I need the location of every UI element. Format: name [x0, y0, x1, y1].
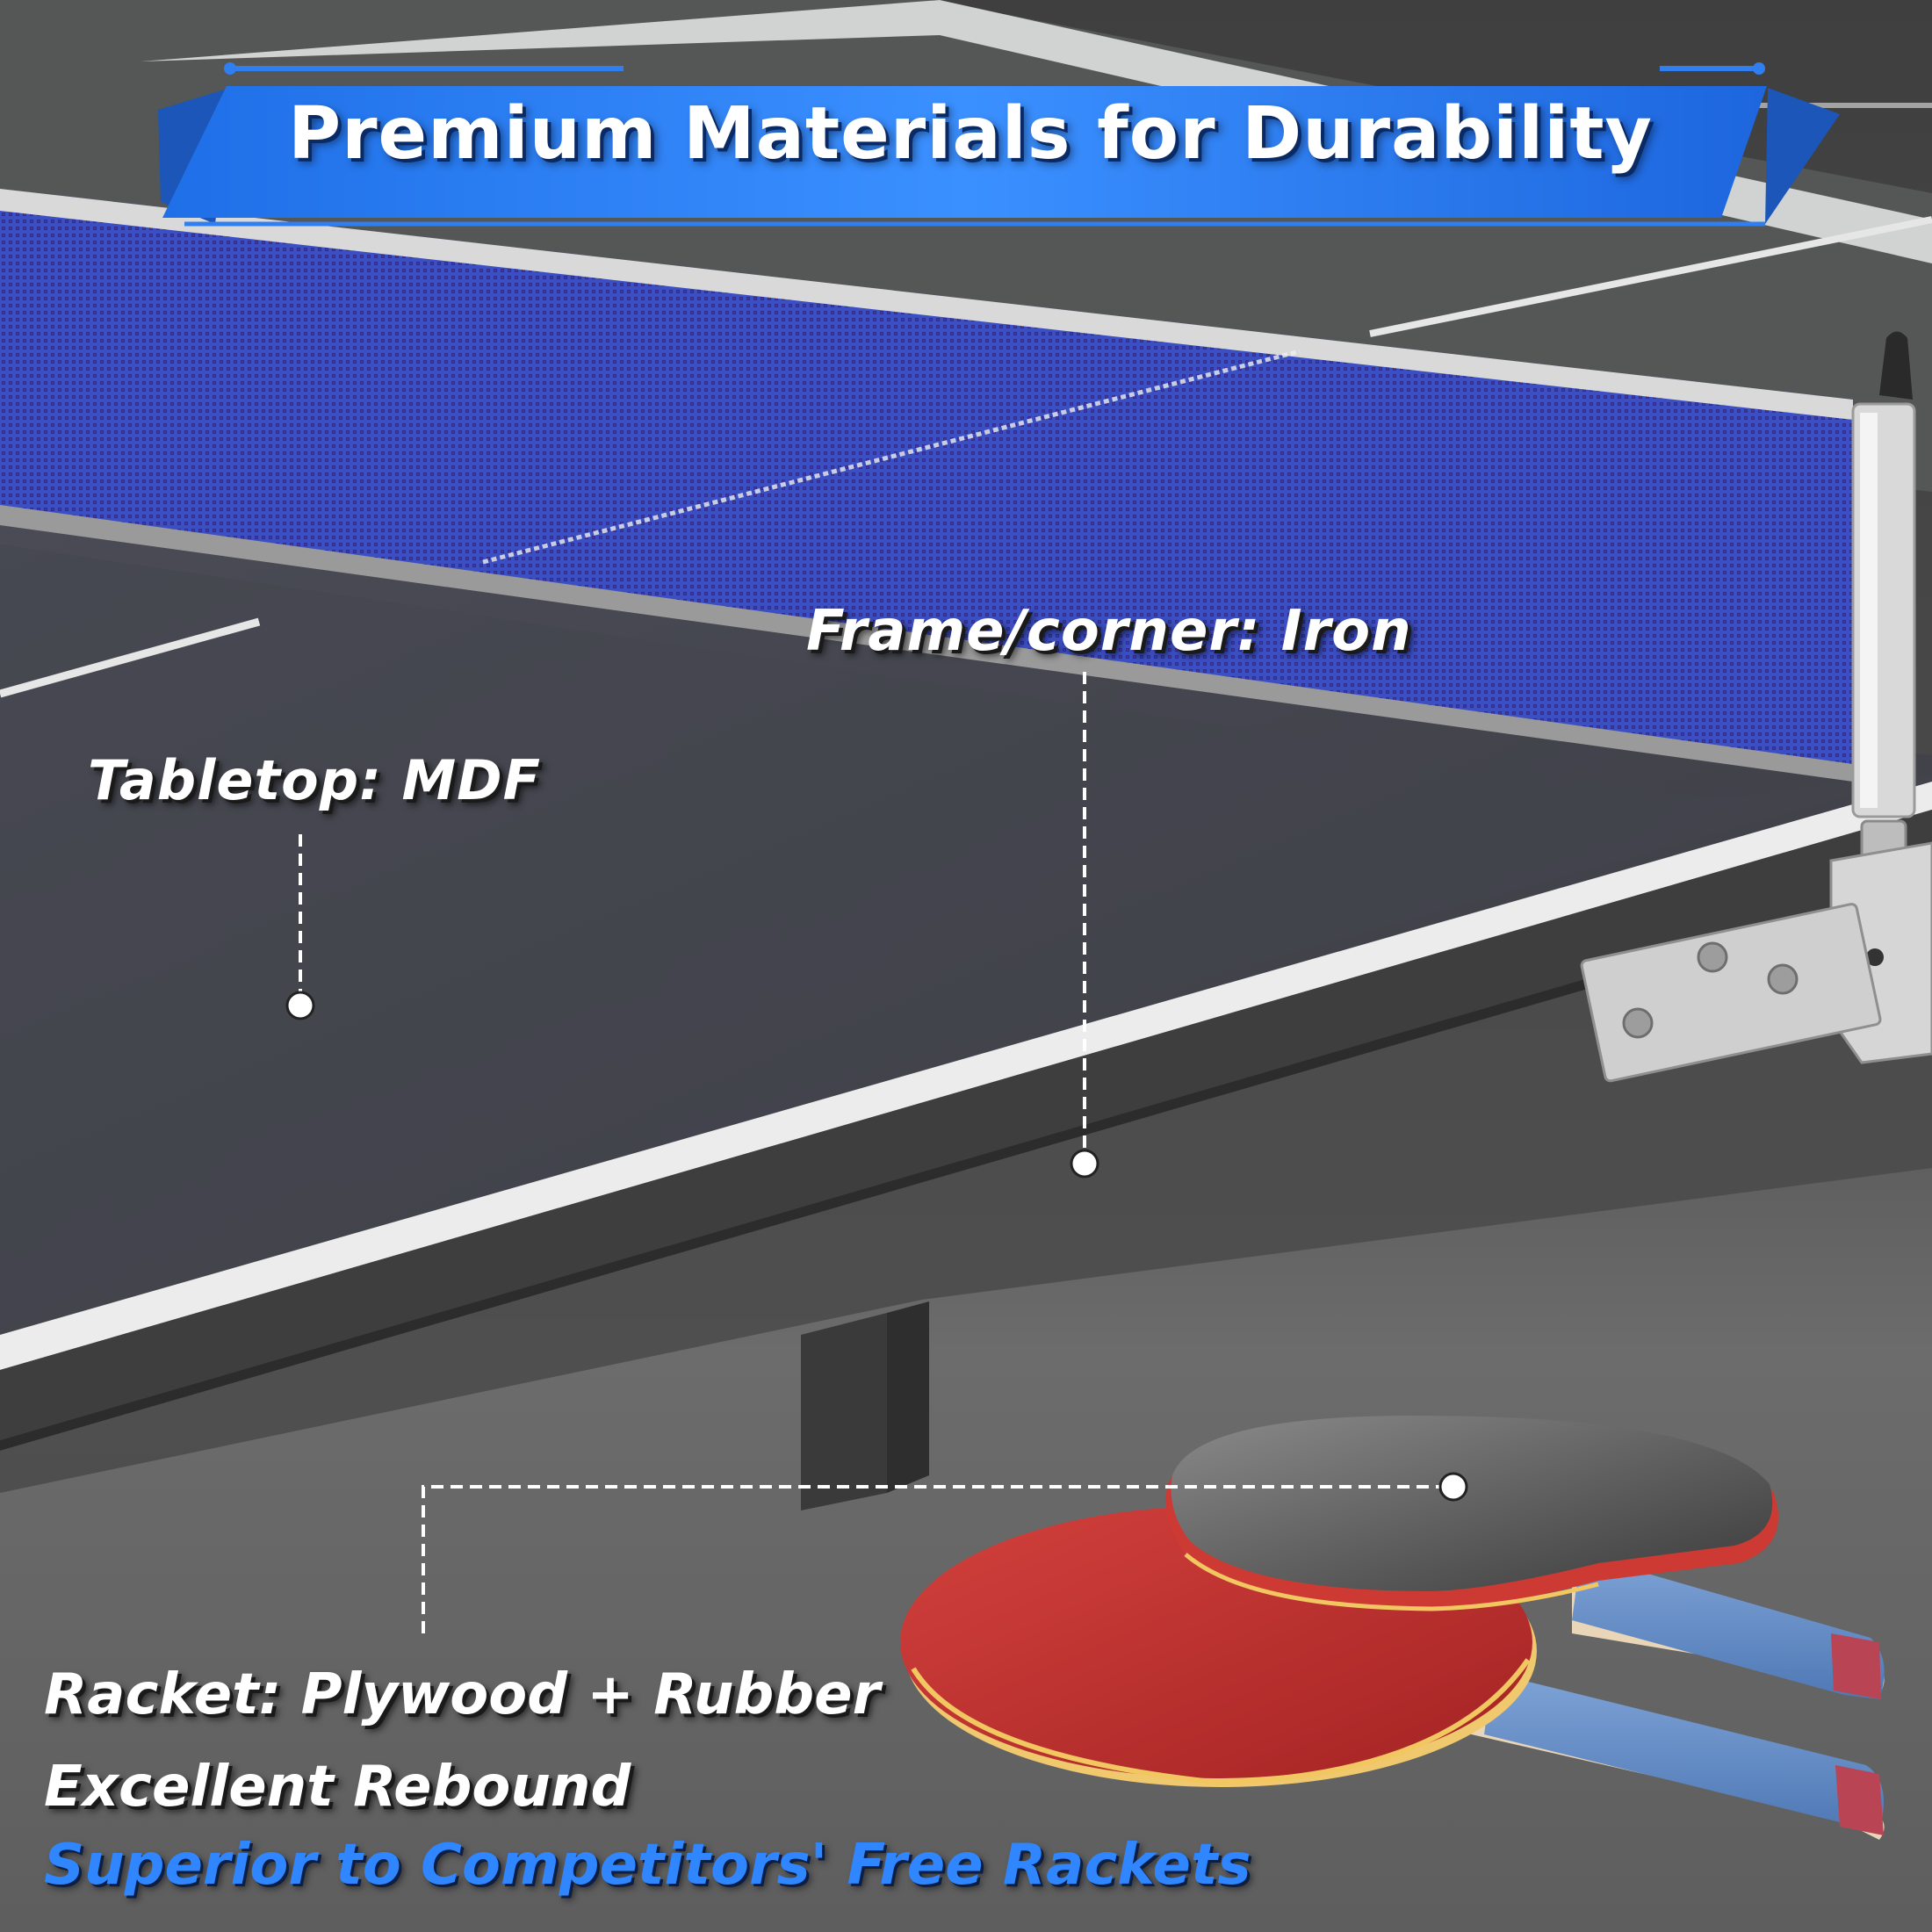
rebound-label: Excellent Rebound — [44, 1755, 631, 1820]
frame-material-label: Frame/corner: Iron — [806, 599, 1412, 664]
table-apron — [0, 810, 1932, 1510]
callout-dot-icon — [1070, 1149, 1099, 1179]
callout-leaders — [299, 672, 1453, 1633]
banner-title: Premium Materials for Durability — [287, 92, 1654, 176]
net — [0, 189, 1853, 782]
racket-material-label: Racket: Plywood + Rubber — [44, 1662, 881, 1727]
callout-dot-icon — [285, 991, 315, 1020]
callout-dot-icon — [1438, 1472, 1468, 1502]
title-banner — [158, 62, 1840, 227]
net-post-clamp — [1580, 331, 1932, 1083]
racket-black — [1165, 1416, 1885, 1699]
table-edge-band — [0, 782, 1932, 1370]
superior-label: Superior to Competitors' Free Rackets — [44, 1833, 1251, 1898]
tabletop-material-label: Tabletop: MDF — [88, 748, 541, 812]
